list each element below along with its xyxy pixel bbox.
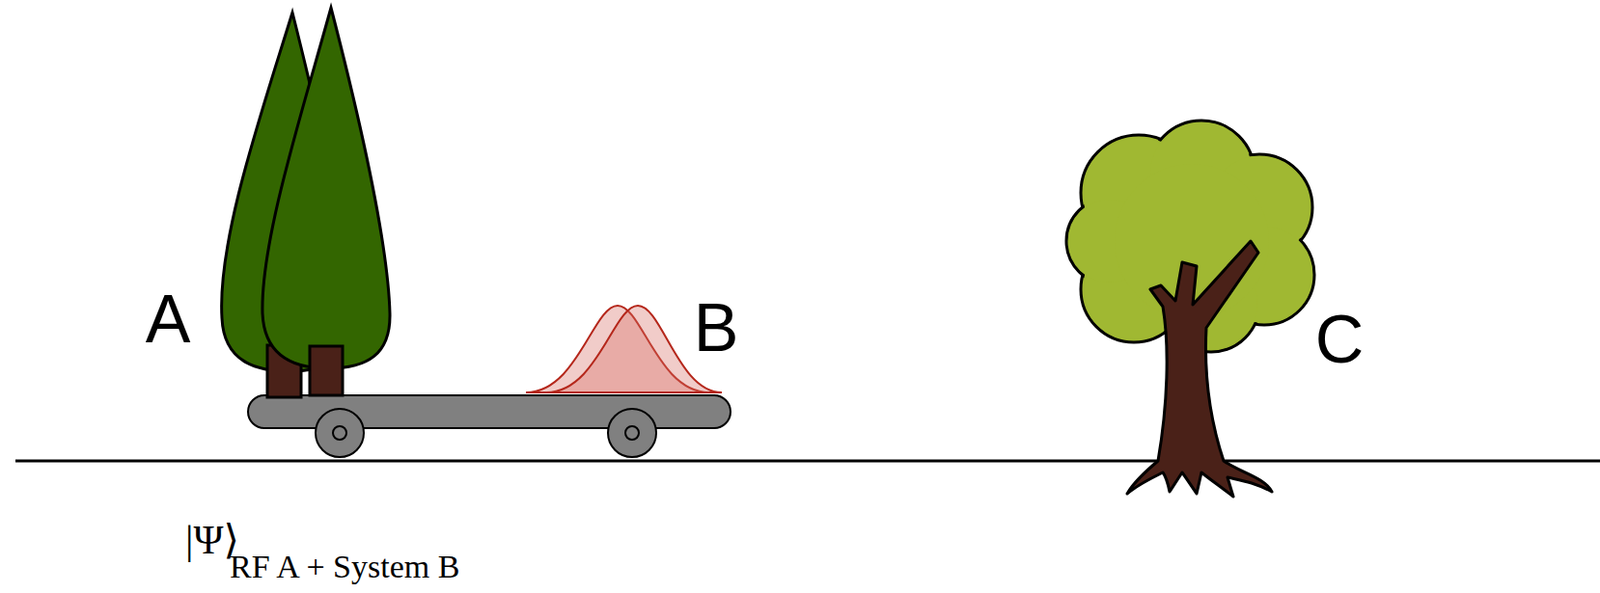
cypress-trees bbox=[221, 7, 390, 398]
wave-packets bbox=[525, 305, 722, 393]
cart bbox=[248, 395, 731, 458]
round-tree bbox=[1066, 120, 1315, 497]
ground-line bbox=[15, 460, 1600, 464]
system-label: B bbox=[693, 294, 740, 362]
tree-label: C bbox=[1315, 305, 1365, 374]
state-subscript: RF A + System B bbox=[229, 551, 460, 584]
tree-label: A bbox=[145, 285, 192, 354]
